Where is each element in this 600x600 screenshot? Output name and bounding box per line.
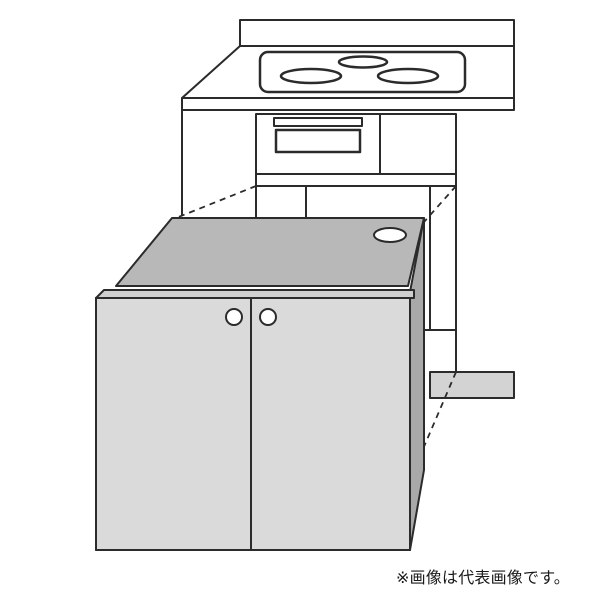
guide-line-top-right [423,185,457,223]
right-upper-cabinet [379,113,457,175]
cabinet-top [115,217,425,287]
caption-note: ※画像は代表画像です。 [395,568,570,587]
grill-handle [273,117,363,127]
door-knob-left [225,308,243,326]
burner-right [376,67,440,85]
counter-front-edge [181,97,515,111]
burner-left [279,67,343,85]
drawer-rail [255,173,457,187]
floor-strip [429,371,515,399]
under-sink-cabinet [95,297,411,551]
grill-window [274,128,362,154]
top-pipe-hole [373,227,407,243]
guide-line-top-left [175,185,257,219]
cabinet-door-right [250,297,411,551]
backsplash [239,19,515,47]
cabinet-top-lip [95,289,415,299]
door-knob-right [259,308,277,326]
burner-middle [337,55,389,69]
